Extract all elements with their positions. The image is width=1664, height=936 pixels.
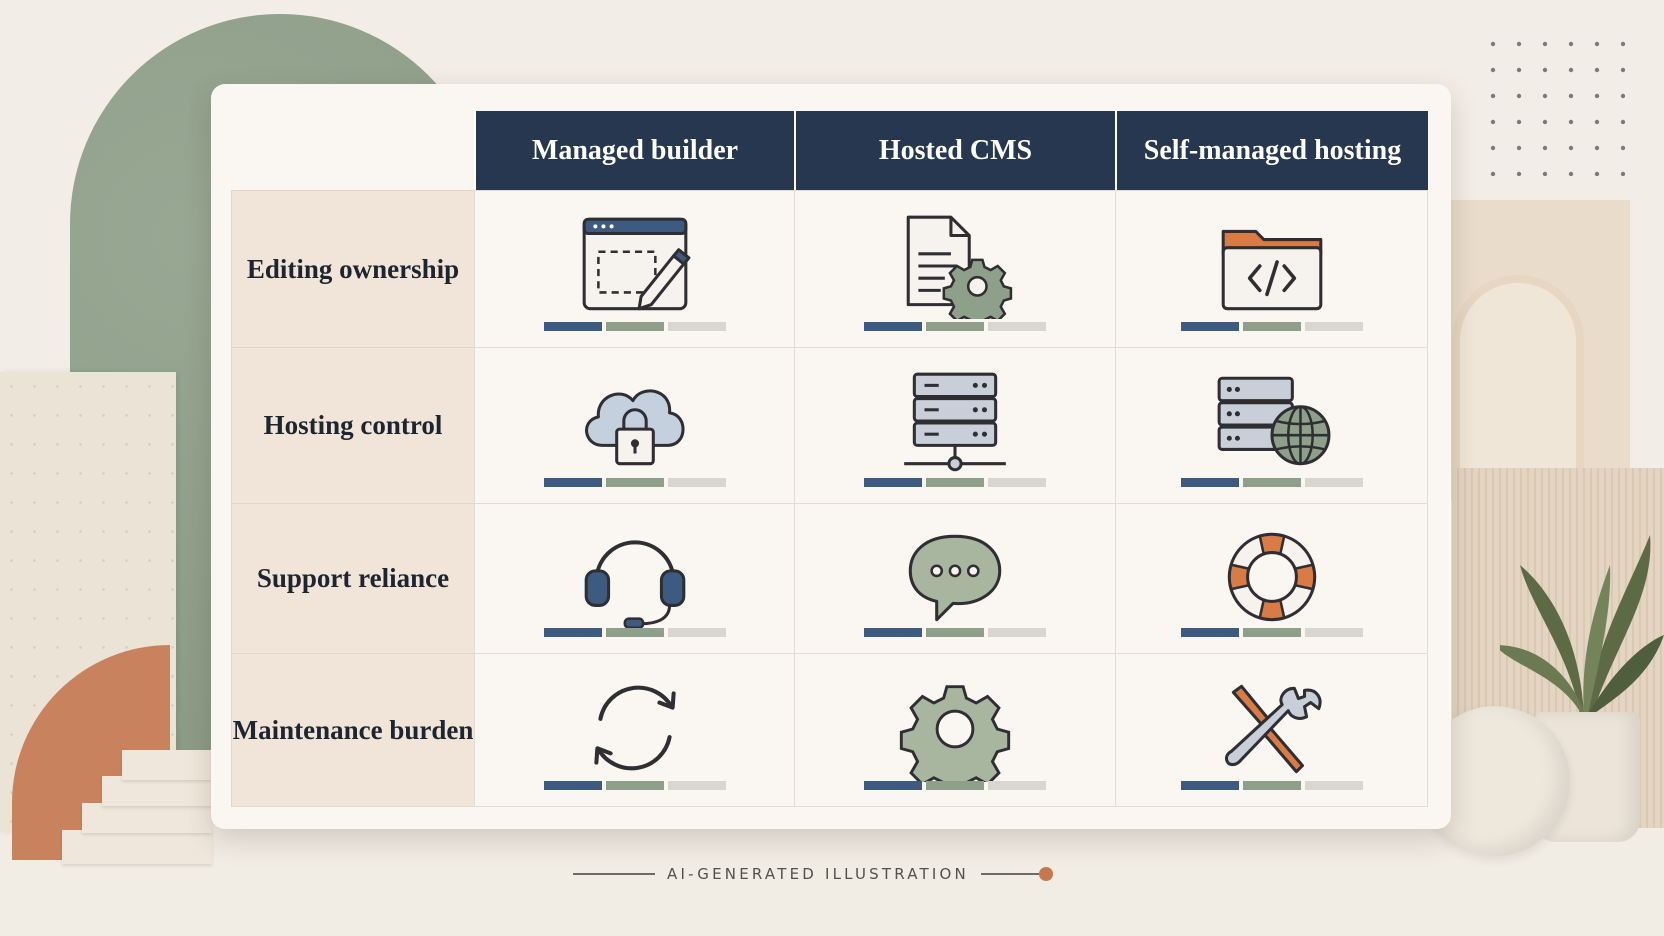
rating-bar-segment: [988, 478, 1046, 487]
rating-bar-segment: [543, 322, 602, 331]
rating-bar-segment: [667, 628, 726, 637]
table-cell: [794, 347, 1115, 503]
plant-decoration: [1500, 535, 1664, 715]
tools-icon: [1224, 684, 1321, 774]
document-gear-icon: [906, 215, 1013, 319]
rating-bar-segment: [1180, 478, 1239, 487]
rating-bar: [475, 628, 794, 640]
rating-bar-segment: [926, 322, 984, 331]
rating-bar: [1116, 781, 1427, 793]
rating-bar-segment: [605, 322, 664, 331]
headset-icon: [584, 540, 685, 630]
floor: [0, 830, 1664, 936]
rating-bar-segment: [1304, 322, 1363, 331]
dot-grid-decoration: [1490, 41, 1625, 176]
stair-step: [102, 776, 212, 806]
table-cell: [794, 503, 1115, 653]
rating-bar-segment: [1242, 322, 1301, 331]
server-stack-icon: [904, 372, 1006, 472]
table-cell: [1115, 347, 1428, 503]
rating-bar-segment: [864, 628, 922, 637]
stair-step: [62, 830, 212, 864]
caption-rule: [980, 873, 1039, 875]
rating-bar-segment: [543, 478, 602, 487]
rating-bar-segment: [926, 478, 984, 487]
rating-bar-segment: [667, 478, 726, 487]
rating-bar: [795, 628, 1115, 640]
caption-rule: [573, 873, 656, 875]
server-globe-icon: [1217, 376, 1330, 466]
row-header-hosting-control: Hosting control: [231, 347, 474, 503]
lifebuoy-icon: [1227, 532, 1316, 622]
row-header-maintenance-burden: Maintenance burden: [231, 653, 474, 807]
rating-bar-segment: [605, 628, 664, 637]
table-cell: [474, 653, 794, 807]
row-header-editing-ownership: Editing ownership: [231, 190, 474, 347]
rating-bar-segment: [926, 628, 984, 637]
rating-bar-segment: [864, 322, 922, 331]
caption-text: AI-GENERATED ILLUSTRATION: [667, 865, 969, 883]
rating-bar: [475, 781, 794, 793]
rating-bar-segment: [1180, 628, 1239, 637]
chat-bubble-icon: [908, 534, 1002, 622]
column-header-hosted-cms: Hosted CMS: [794, 111, 1115, 190]
folder-code-icon: [1221, 229, 1322, 311]
rating-bar-segment: [988, 628, 1046, 637]
caption-dot: [1038, 867, 1053, 881]
rating-bar-segment: [1242, 478, 1301, 487]
comparison-table: Managed builder Hosted CMS Self-managed …: [231, 111, 1428, 807]
table-cell: [1115, 190, 1428, 347]
rating-bar-segment: [1180, 781, 1239, 790]
cloud-lock-icon: [584, 389, 684, 466]
column-header-managed-builder: Managed builder: [474, 111, 794, 190]
rating-bar-segment: [1304, 781, 1363, 790]
table-cell: [794, 653, 1115, 807]
rating-bar-segment: [1242, 628, 1301, 637]
rating-bar: [475, 478, 794, 490]
rating-bar-segment: [1304, 478, 1363, 487]
table-corner: [231, 111, 474, 190]
table-cell: [794, 190, 1115, 347]
column-header-self-managed-hosting: Self-managed hosting: [1115, 111, 1428, 190]
stair-step: [122, 750, 212, 780]
rating-bar-segment: [864, 781, 922, 790]
rating-bar-segment: [605, 781, 664, 790]
row-header-support-reliance: Support reliance: [231, 503, 474, 653]
refresh-icon: [593, 685, 676, 771]
browser-edit-icon: [582, 217, 690, 311]
rating-bar-segment: [1304, 628, 1363, 637]
rating-bar-segment: [667, 322, 726, 331]
rating-bar: [475, 322, 794, 334]
rating-bar-segment: [926, 781, 984, 790]
comparison-card: Managed builder Hosted CMS Self-managed …: [211, 84, 1451, 829]
rating-bar: [795, 781, 1115, 793]
illustration-caption: AI-GENERATED ILLUSTRATION: [568, 862, 1058, 886]
rating-bar-segment: [667, 781, 726, 790]
stair-step: [82, 803, 212, 833]
table-cell: [474, 347, 794, 503]
table-cell: [1115, 503, 1428, 653]
rating-bar-segment: [605, 478, 664, 487]
rating-bar-segment: [988, 322, 1046, 331]
rating-bar-segment: [543, 628, 602, 637]
rating-bar: [1116, 478, 1427, 490]
right-arch-decoration: [1452, 275, 1584, 503]
table-cell: [474, 503, 794, 653]
rating-bar-segment: [1242, 781, 1301, 790]
rating-bar-segment: [988, 781, 1046, 790]
rating-bar-segment: [864, 478, 922, 487]
rating-bar: [1116, 322, 1427, 334]
gear-icon: [899, 685, 1011, 782]
rating-bar: [795, 478, 1115, 490]
rating-bar: [795, 322, 1115, 334]
rating-bar-segment: [1180, 322, 1239, 331]
rating-bar-segment: [543, 781, 602, 790]
rating-bar: [1116, 628, 1427, 640]
table-cell: [474, 190, 794, 347]
table-cell: [1115, 653, 1428, 807]
